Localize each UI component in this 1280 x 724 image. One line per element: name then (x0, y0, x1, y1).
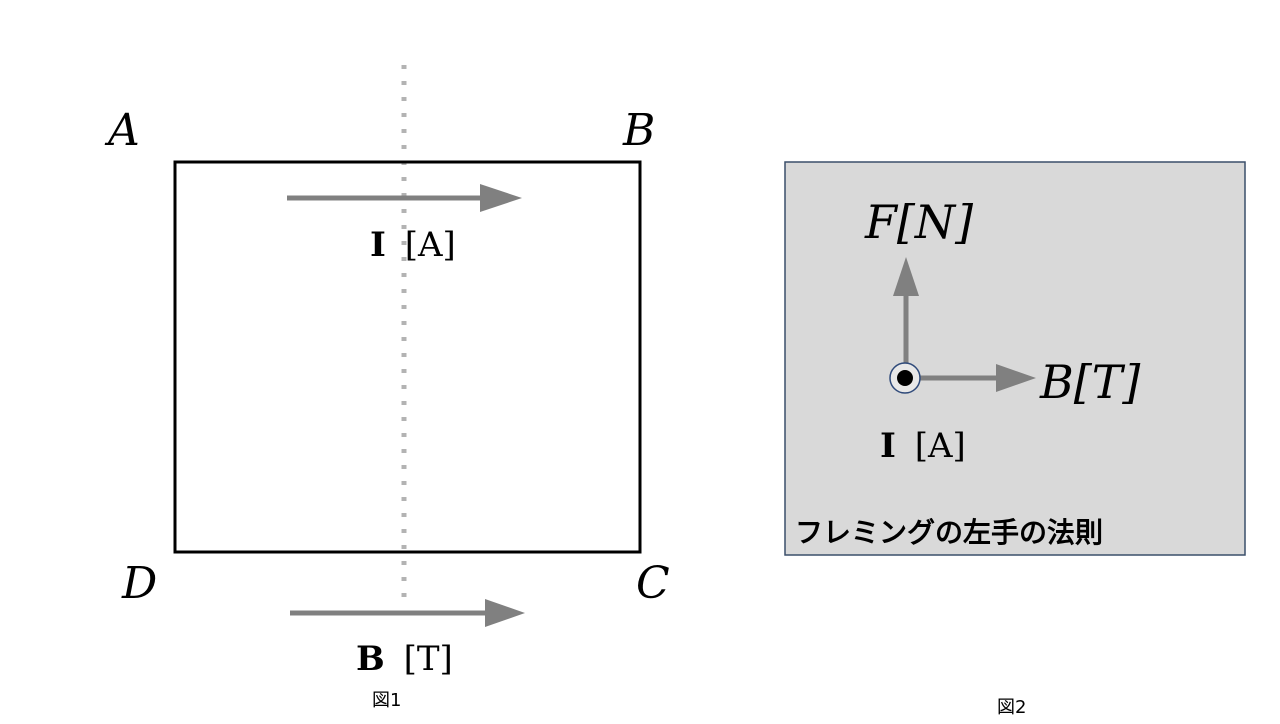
field-symbol: B (356, 639, 385, 679)
current-arrow-head (480, 184, 522, 212)
coil-loop (173, 160, 642, 554)
field-arrow-head (485, 599, 525, 627)
current-symbol-2: I (880, 426, 896, 466)
field-label-2: B[T] (1039, 355, 1140, 409)
current-label-2: I [A] (880, 426, 966, 466)
corner-label-c: C (636, 558, 670, 609)
force-label: F[N] (864, 195, 973, 249)
figure-2-caption: 図2 (997, 697, 1026, 718)
field-label: B [T] (356, 639, 453, 679)
current-label: I [A] (370, 225, 456, 265)
current-dot-icon (897, 370, 913, 386)
corner-label-b: B (622, 105, 655, 156)
force-arrow-head (893, 257, 919, 296)
corner-label-a: A (104, 105, 140, 156)
current-unit-2: [A] (915, 426, 966, 466)
figure-2: F[N] B[T] I [A] フレミングの左手の法則 図2 (784, 161, 1246, 718)
current-unit: [A] (405, 225, 456, 265)
current-symbol: I (370, 225, 386, 265)
field-arrow-2-head (996, 364, 1036, 392)
field-unit: [T] (404, 639, 453, 679)
figure-1: A B D C I [A] B [T] 図1 (104, 65, 670, 711)
corner-label-d: D (121, 558, 157, 609)
fleming-panel (784, 161, 1246, 556)
figure-1-caption: 図1 (372, 690, 401, 711)
fleming-rule-title: フレミングの左手の法則 (795, 516, 1103, 549)
